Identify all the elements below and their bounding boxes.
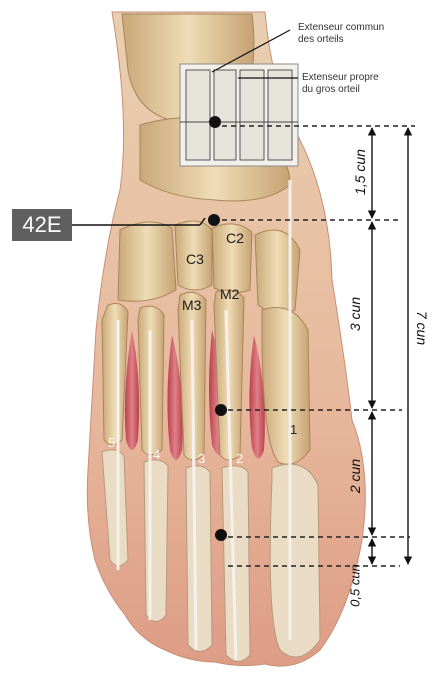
callout-extensor-common-line-2: des orteils: [298, 34, 384, 46]
bone-label-c3: C3: [186, 251, 204, 267]
toe-label-3: 3: [198, 451, 205, 466]
acupoint-ankle: [209, 116, 221, 128]
callout-extensor-proper: Extenseur propre du gros orteil: [302, 72, 379, 96]
cuboid-bone: [118, 222, 176, 301]
toe-label-1: 1: [290, 422, 297, 437]
ankle-inset: [180, 64, 298, 166]
toe-label-4: 4: [153, 447, 160, 462]
cuneiform-c1-bone: [255, 230, 300, 313]
toe-4-phalanges: [144, 460, 168, 622]
acupoint-metatarsal: [215, 404, 227, 416]
acupoint-42e: [208, 214, 220, 226]
callout-extensor-common-line-1: Extenseur commun: [298, 22, 384, 34]
bone-label-m2: M2: [220, 286, 239, 302]
toe-label-2: 2: [236, 451, 243, 466]
callout-extensor-proper-line-1: Extenseur propre: [302, 72, 379, 84]
measure-label-seg-4: 0,5 cun: [348, 551, 363, 621]
measure-label-seg-1: 1,5 cun: [352, 142, 368, 202]
callout-extensor-proper-line-2: du gros orteil: [302, 84, 379, 96]
bone-label-c2: C2: [226, 230, 244, 246]
toe-label-5: 5: [108, 435, 115, 450]
measure-label-total: 7 cun: [414, 298, 430, 358]
point-label-42e: 42E: [12, 209, 72, 241]
toe-3-phalanges: [186, 466, 212, 652]
measure-label-seg-3: 2 cun: [347, 446, 363, 506]
acupoint-toe-web: [215, 529, 227, 541]
measure-label-seg-2: 3 cun: [347, 284, 363, 344]
bone-label-m3: M3: [182, 297, 201, 313]
toe-1-phalanges: [270, 464, 320, 657]
callout-extensor-common: Extenseur commun des orteils: [298, 22, 384, 46]
